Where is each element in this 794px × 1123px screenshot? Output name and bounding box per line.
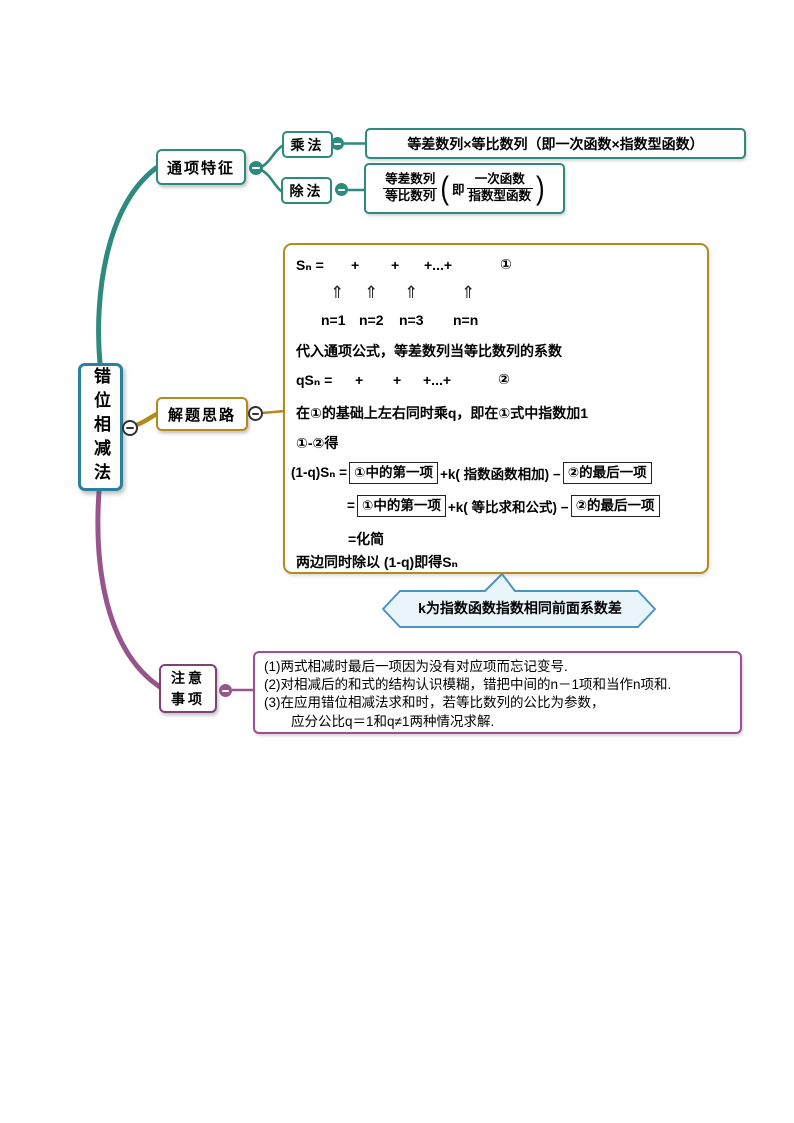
eq3-first-term-box: ①中的第一项 [349, 462, 438, 484]
solution-steps-box[interactable]: Sₙ = + + +...+ ① ⇑ ⇑ ⇑ ⇑ n=1 n=2 n=3 n=n… [283, 243, 709, 574]
up-arrow-icon: ⇑ [461, 283, 476, 302]
cautions-line1: 注意 [171, 669, 205, 686]
eq2-lhs: qSₙ = [296, 372, 333, 388]
up-arrow-icon: ⇑ [364, 283, 379, 302]
callout-text: k为指数函数指数相同前面系数差 [418, 600, 622, 616]
eq3-middle: +k( 指数函数相加) − [439, 466, 561, 482]
root-topic-label: 错位相减法 [91, 367, 110, 487]
n-label: n=2 [359, 312, 384, 328]
up-arrow-icon: ⇑ [404, 283, 419, 302]
division-description[interactable]: 等差数列 等比数列 ( 即 一次函数 指数型函数 ) [364, 163, 565, 214]
collapse-icon-jieti[interactable] [248, 406, 263, 421]
n-label: n=n [453, 312, 479, 328]
topic-cautions[interactable]: 注意 事项 [159, 664, 217, 713]
topic-multiplication[interactable]: 乘法 [282, 131, 333, 158]
eq1-plus: + [391, 257, 400, 273]
line-simplify: =化简 [348, 531, 385, 547]
collapse-icon-chufa[interactable] [335, 183, 348, 196]
close-paren: ) [536, 169, 545, 207]
eq4-result-row: = ①中的第一项 +k( 等比求和公式) − ②的最后一项 [347, 495, 660, 517]
note-line-3: (3)在应用错位相减法求和时，若等比数列的公比为参数， [264, 695, 605, 711]
note-line-2: (2)对相减后的和式的结构认识模糊，错把中间的n－1项和当作n项和. [264, 677, 672, 693]
callout-k-coefficient: k为指数函数指数相同前面系数差 [392, 592, 648, 624]
fraction-sequences: 等差数列 等比数列 [383, 172, 438, 204]
line-multiply-q: 在①的基础上左右同时乘q，即在①式中指数加1 [296, 405, 589, 421]
topic-term-feature-label: 通项特征 [166, 159, 235, 177]
eq1-dots: +...+ [424, 257, 453, 273]
fraction-denominator: 等比数列 [385, 189, 436, 203]
note-line-1: (1)两式相减时最后一项因为没有对应项而忘记变号. [264, 659, 568, 674]
branch-line-chengfa [261, 144, 284, 168]
cautions-note-box[interactable]: (1)两式相减时最后一项因为没有对应项而忘记变号. (2)对相减后的和式的结构认… [253, 651, 742, 734]
collapse-icon-chengfa[interactable] [331, 137, 344, 150]
minus-glyph [222, 689, 229, 692]
branch-line-chufa [261, 169, 283, 193]
eq2-dots: +...+ [423, 372, 452, 388]
line-divide: 两边同时除以 (1-q)即得Sₙ [296, 554, 458, 570]
eq2-plus: + [355, 372, 364, 388]
link-jieti-solvebox [261, 409, 286, 415]
fraction-functions: 一次函数 指数型函数 [466, 172, 534, 204]
topic-term-feature[interactable]: 通项特征 [156, 149, 246, 185]
multiplication-description-text: 等差数列×等比数列（即一次函数×指数型函数） [407, 135, 704, 152]
collapse-icon-tongxiang[interactable] [249, 161, 263, 175]
topic-solution-approach[interactable]: 解题思路 [156, 397, 248, 431]
branch-line-zhuyi [95, 488, 163, 690]
topic-multiplication-label: 乘法 [290, 136, 325, 153]
topic-cautions-label: 注意 事项 [171, 668, 205, 710]
eq4-first-term-box: ①中的第一项 [356, 495, 446, 517]
n-label: n=3 [399, 312, 424, 328]
root-topic[interactable]: 错位相减法 [78, 363, 123, 491]
branch-line-tongxiang [96, 165, 159, 367]
open-paren: ( [440, 169, 449, 207]
minus-glyph [252, 167, 260, 169]
fraction-denominator: 指数型函数 [468, 189, 532, 203]
minus-glyph [126, 427, 134, 429]
up-arrow-icon: ⇑ [330, 283, 345, 302]
eq2-plus: + [393, 372, 402, 388]
n-label: n=1 [321, 312, 346, 328]
topic-solution-approach-label: 解题思路 [167, 406, 236, 424]
eq1-tag-circle1: ① [500, 256, 512, 272]
eq3-result-row: (1-q)Sₙ = ①中的第一项 +k( 指数函数相加) − ②的最后一项 [291, 462, 652, 484]
cautions-line2: 事项 [171, 690, 205, 707]
topic-division-label: 除法 [289, 182, 324, 199]
multiplication-description[interactable]: 等差数列×等比数列（即一次函数×指数型函数） [365, 128, 746, 159]
eq4-middle: +k( 等比求和公式) − [447, 499, 569, 515]
collapse-icon-zhuyi[interactable] [219, 684, 232, 697]
minus-glyph [334, 142, 341, 145]
line-substitute: 代入通项公式，等差数列当等比数列的系数 [296, 343, 562, 359]
eq1-plus: + [351, 257, 360, 273]
minus-glyph [252, 412, 259, 415]
eq1-lhs: Sₙ = [296, 257, 324, 273]
eq3-lhs: (1-q)Sₙ = [291, 464, 348, 480]
topic-division[interactable]: 除法 [281, 177, 332, 204]
division-fraction-expression: 等差数列 等比数列 ( 即 一次函数 指数型函数 ) [383, 169, 545, 207]
collapse-icon-root[interactable] [122, 420, 138, 436]
ji-label: 即 [451, 183, 465, 197]
eq4-last-term-box: ②的最后一项 [570, 495, 660, 517]
minus-glyph [338, 188, 345, 191]
fraction-numerator: 一次函数 [466, 172, 534, 189]
note-line-4: 应分公比q＝1和q≠1两种情况求解. [264, 713, 495, 729]
eq2-tag-circle2: ② [498, 371, 510, 387]
eq4-lhs: = [347, 498, 355, 514]
line-subtract: ①-②得 [296, 435, 339, 451]
fraction-numerator: 等差数列 [383, 172, 438, 189]
eq3-last-term-box: ②的最后一项 [562, 462, 652, 484]
